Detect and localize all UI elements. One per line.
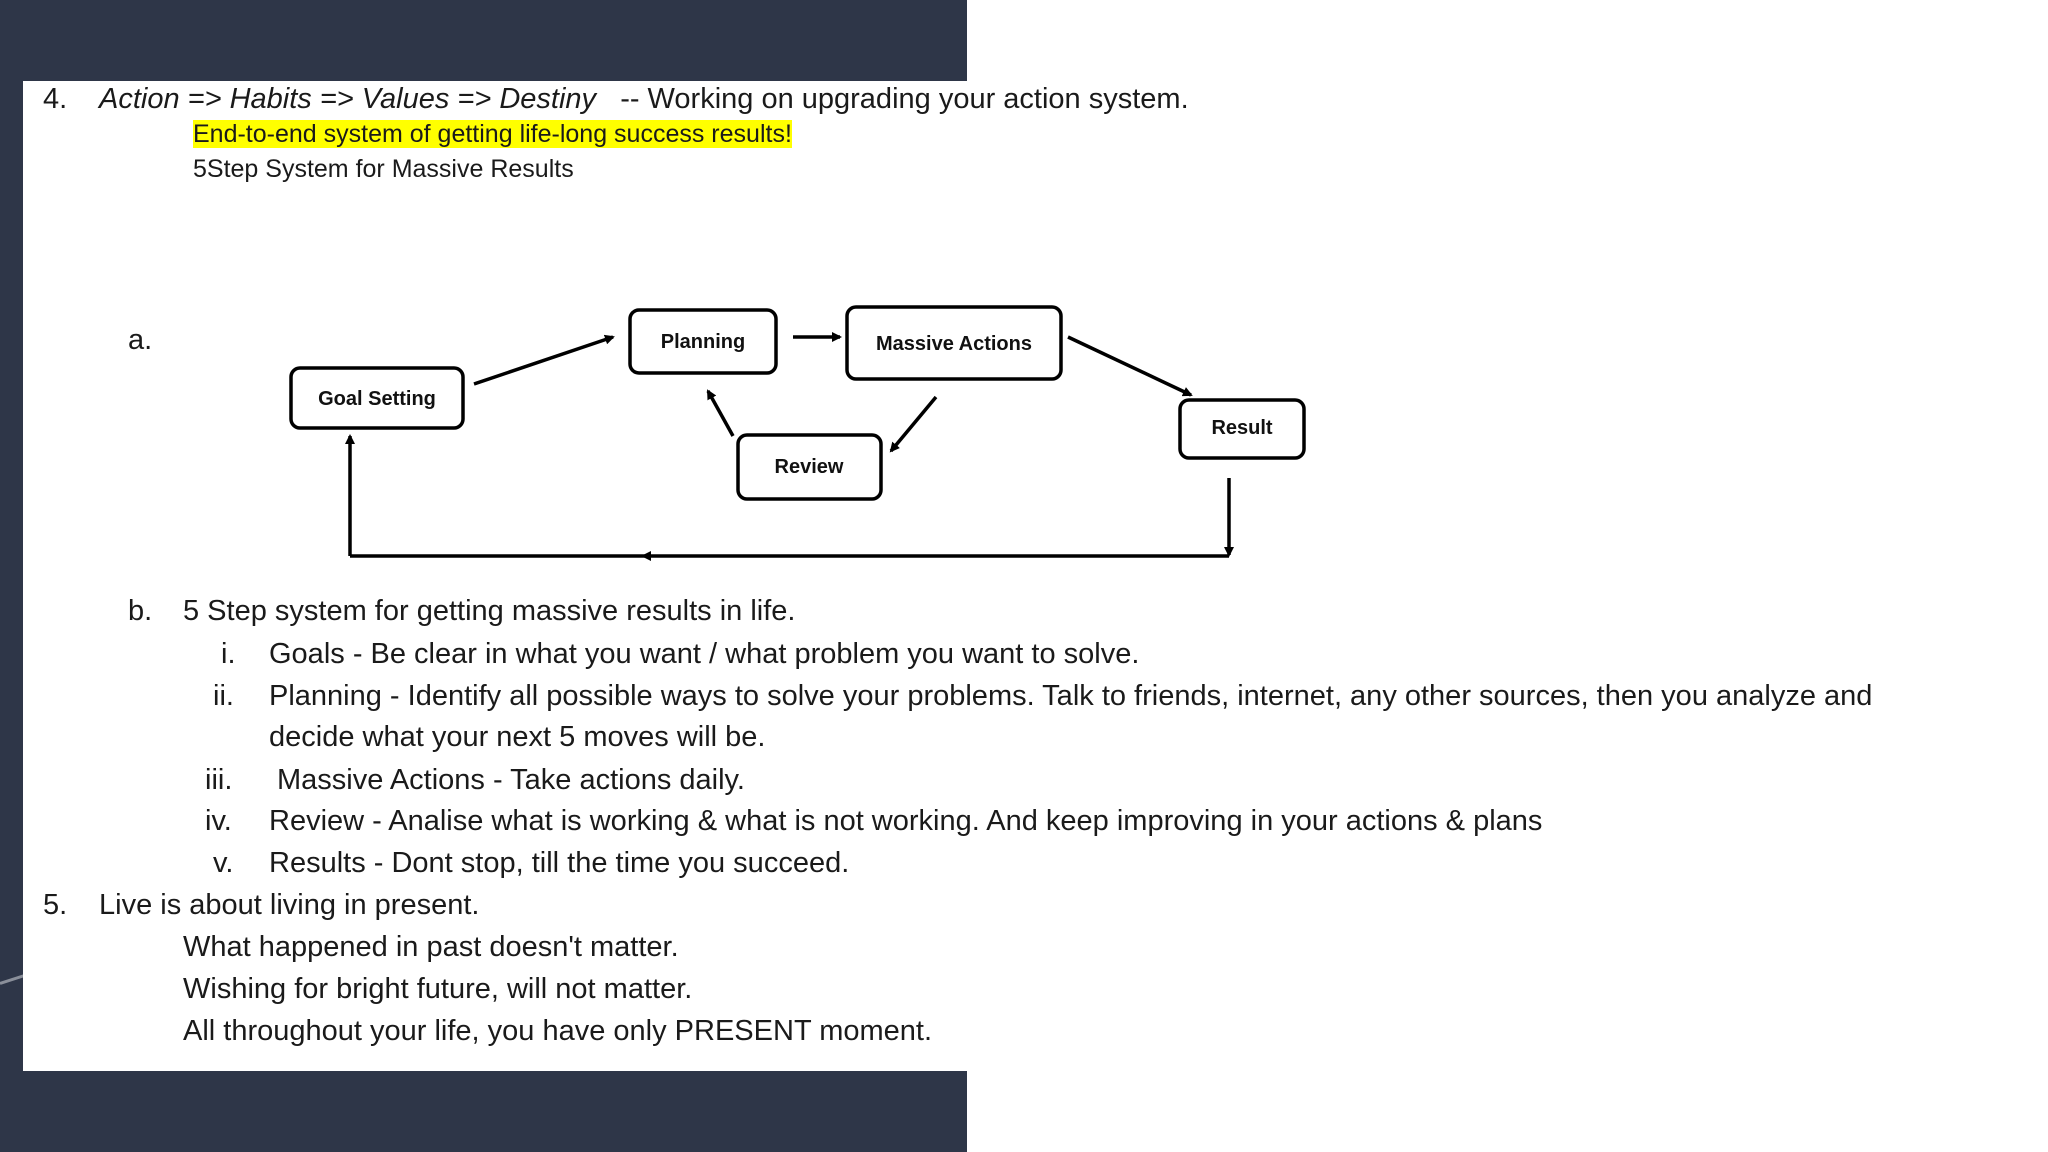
step-5-text: Results - Dont stop, till the time you s… [269, 847, 850, 879]
highlight-line: End-to-end system of getting life-long s… [193, 118, 792, 150]
node-result-label: Result [1211, 417, 1272, 439]
system-title: 5Step System for Massive Results [193, 155, 574, 183]
item-5-number: 5. [43, 889, 68, 921]
step-2-text: Planning - Identify all possible ways to… [269, 680, 1873, 712]
node-planning: Planning [628, 308, 778, 375]
step-3-text: Massive Actions - Take actions daily. [277, 764, 745, 796]
diagram-marker: a. [128, 324, 153, 356]
step-1-number: i. [221, 638, 236, 670]
arrow-actions-to-result [1067, 335, 1193, 397]
step-1-text: Goals - Be clear in what you want / what… [269, 638, 1140, 670]
item-4-heading-line: Action => Habits => Values => Destiny --… [99, 81, 1189, 117]
arrow-goal-to-planning [473, 334, 615, 386]
item-4-number: 4. [43, 83, 68, 115]
node-planning-label: Planning [661, 331, 745, 353]
node-review: Review [736, 433, 883, 501]
node-goal-setting: Goal Setting [289, 366, 465, 430]
item-5-line-1: What happened in past doesn't matter. [183, 931, 679, 963]
node-result: Result [1178, 398, 1306, 460]
step-4-text: Review - Analise what is working & what … [269, 805, 1543, 837]
arrow-actions-to-review [889, 395, 938, 453]
b-text: 5 Step system for getting massive result… [183, 595, 796, 627]
node-massive-actions: Massive Actions [845, 305, 1063, 381]
node-goal-setting-label: Goal Setting [318, 388, 436, 410]
b-marker: b. [128, 595, 153, 627]
document-page: 4. Action => Habits => Values => Destiny… [23, 81, 2048, 1071]
item-5-line-3: All throughout your life, you have only … [183, 1015, 933, 1047]
step-5-number: v. [213, 847, 234, 879]
step-2-text-cont: decide what your next 5 moves will be. [269, 721, 766, 753]
node-review-label: Review [775, 456, 844, 478]
arrow-review-to-planning [706, 389, 735, 437]
flow-diagram: Goal Setting Planning Massive Actions Re… [289, 305, 1306, 561]
item-5-line-2: Wishing for bright future, will not matt… [183, 973, 693, 1005]
item-5-heading: Live is about living in present. [99, 889, 480, 921]
step-4-number: iv. [205, 805, 232, 837]
step-3-number: iii. [205, 764, 233, 796]
highlight-text: End-to-end system of getting life-long s… [193, 120, 792, 148]
node-massive-actions-label: Massive Actions [876, 333, 1032, 355]
item-4-subtitle: -- Working on upgrading your action syst… [620, 83, 1189, 115]
item-4-heading: Action => Habits => Values => Destiny [99, 83, 597, 115]
step-2-number: ii. [213, 680, 234, 712]
